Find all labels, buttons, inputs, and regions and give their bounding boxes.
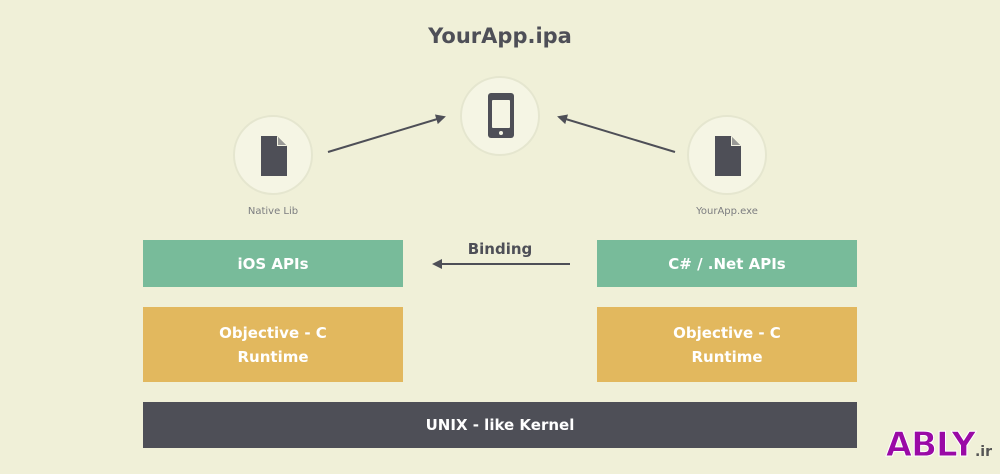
file-icon	[715, 136, 741, 176]
dotnet-apis-label: C# / .Net APIs	[668, 254, 786, 273]
left-runtime-line2: Runtime	[237, 347, 309, 366]
kernel-label: UNIX - like Kernel	[425, 416, 575, 434]
ios-apis-label: iOS APIs	[237, 254, 309, 273]
yourapp-exe-caption: YourApp.exe	[696, 206, 758, 217]
kernel-box: UNIX - like Kernel	[143, 402, 857, 448]
native-lib-caption: Native Lib	[247, 206, 299, 217]
right-objc-runtime-box: Objective - C Runtime	[597, 307, 857, 382]
right-runtime-line2: Runtime	[691, 347, 763, 366]
right-runtime-line1: Objective - C	[673, 323, 781, 342]
dotnet-apis-box: C# / .Net APIs	[597, 240, 857, 287]
diagram-title: YourApp.ipa	[428, 24, 572, 48]
smartphone-icon	[488, 93, 514, 138]
watermark-logo: ABLY.ir	[885, 425, 992, 472]
left-runtime-line1: Objective - C	[219, 323, 327, 342]
yourapp-exe-node	[687, 115, 767, 195]
file-icon	[261, 136, 287, 176]
native-lib-node	[233, 115, 313, 195]
watermark-domain: .ir	[974, 444, 992, 460]
binding-label: Binding	[467, 240, 533, 258]
ios-apis-box: iOS APIs	[143, 240, 403, 287]
left-objc-runtime-box: Objective - C Runtime	[143, 307, 403, 382]
watermark-brand: ABLY	[885, 425, 976, 466]
arrow-native-lib-to-phone	[327, 114, 446, 153]
phone-node	[460, 76, 540, 156]
arrow-exe-to-phone	[557, 114, 676, 153]
